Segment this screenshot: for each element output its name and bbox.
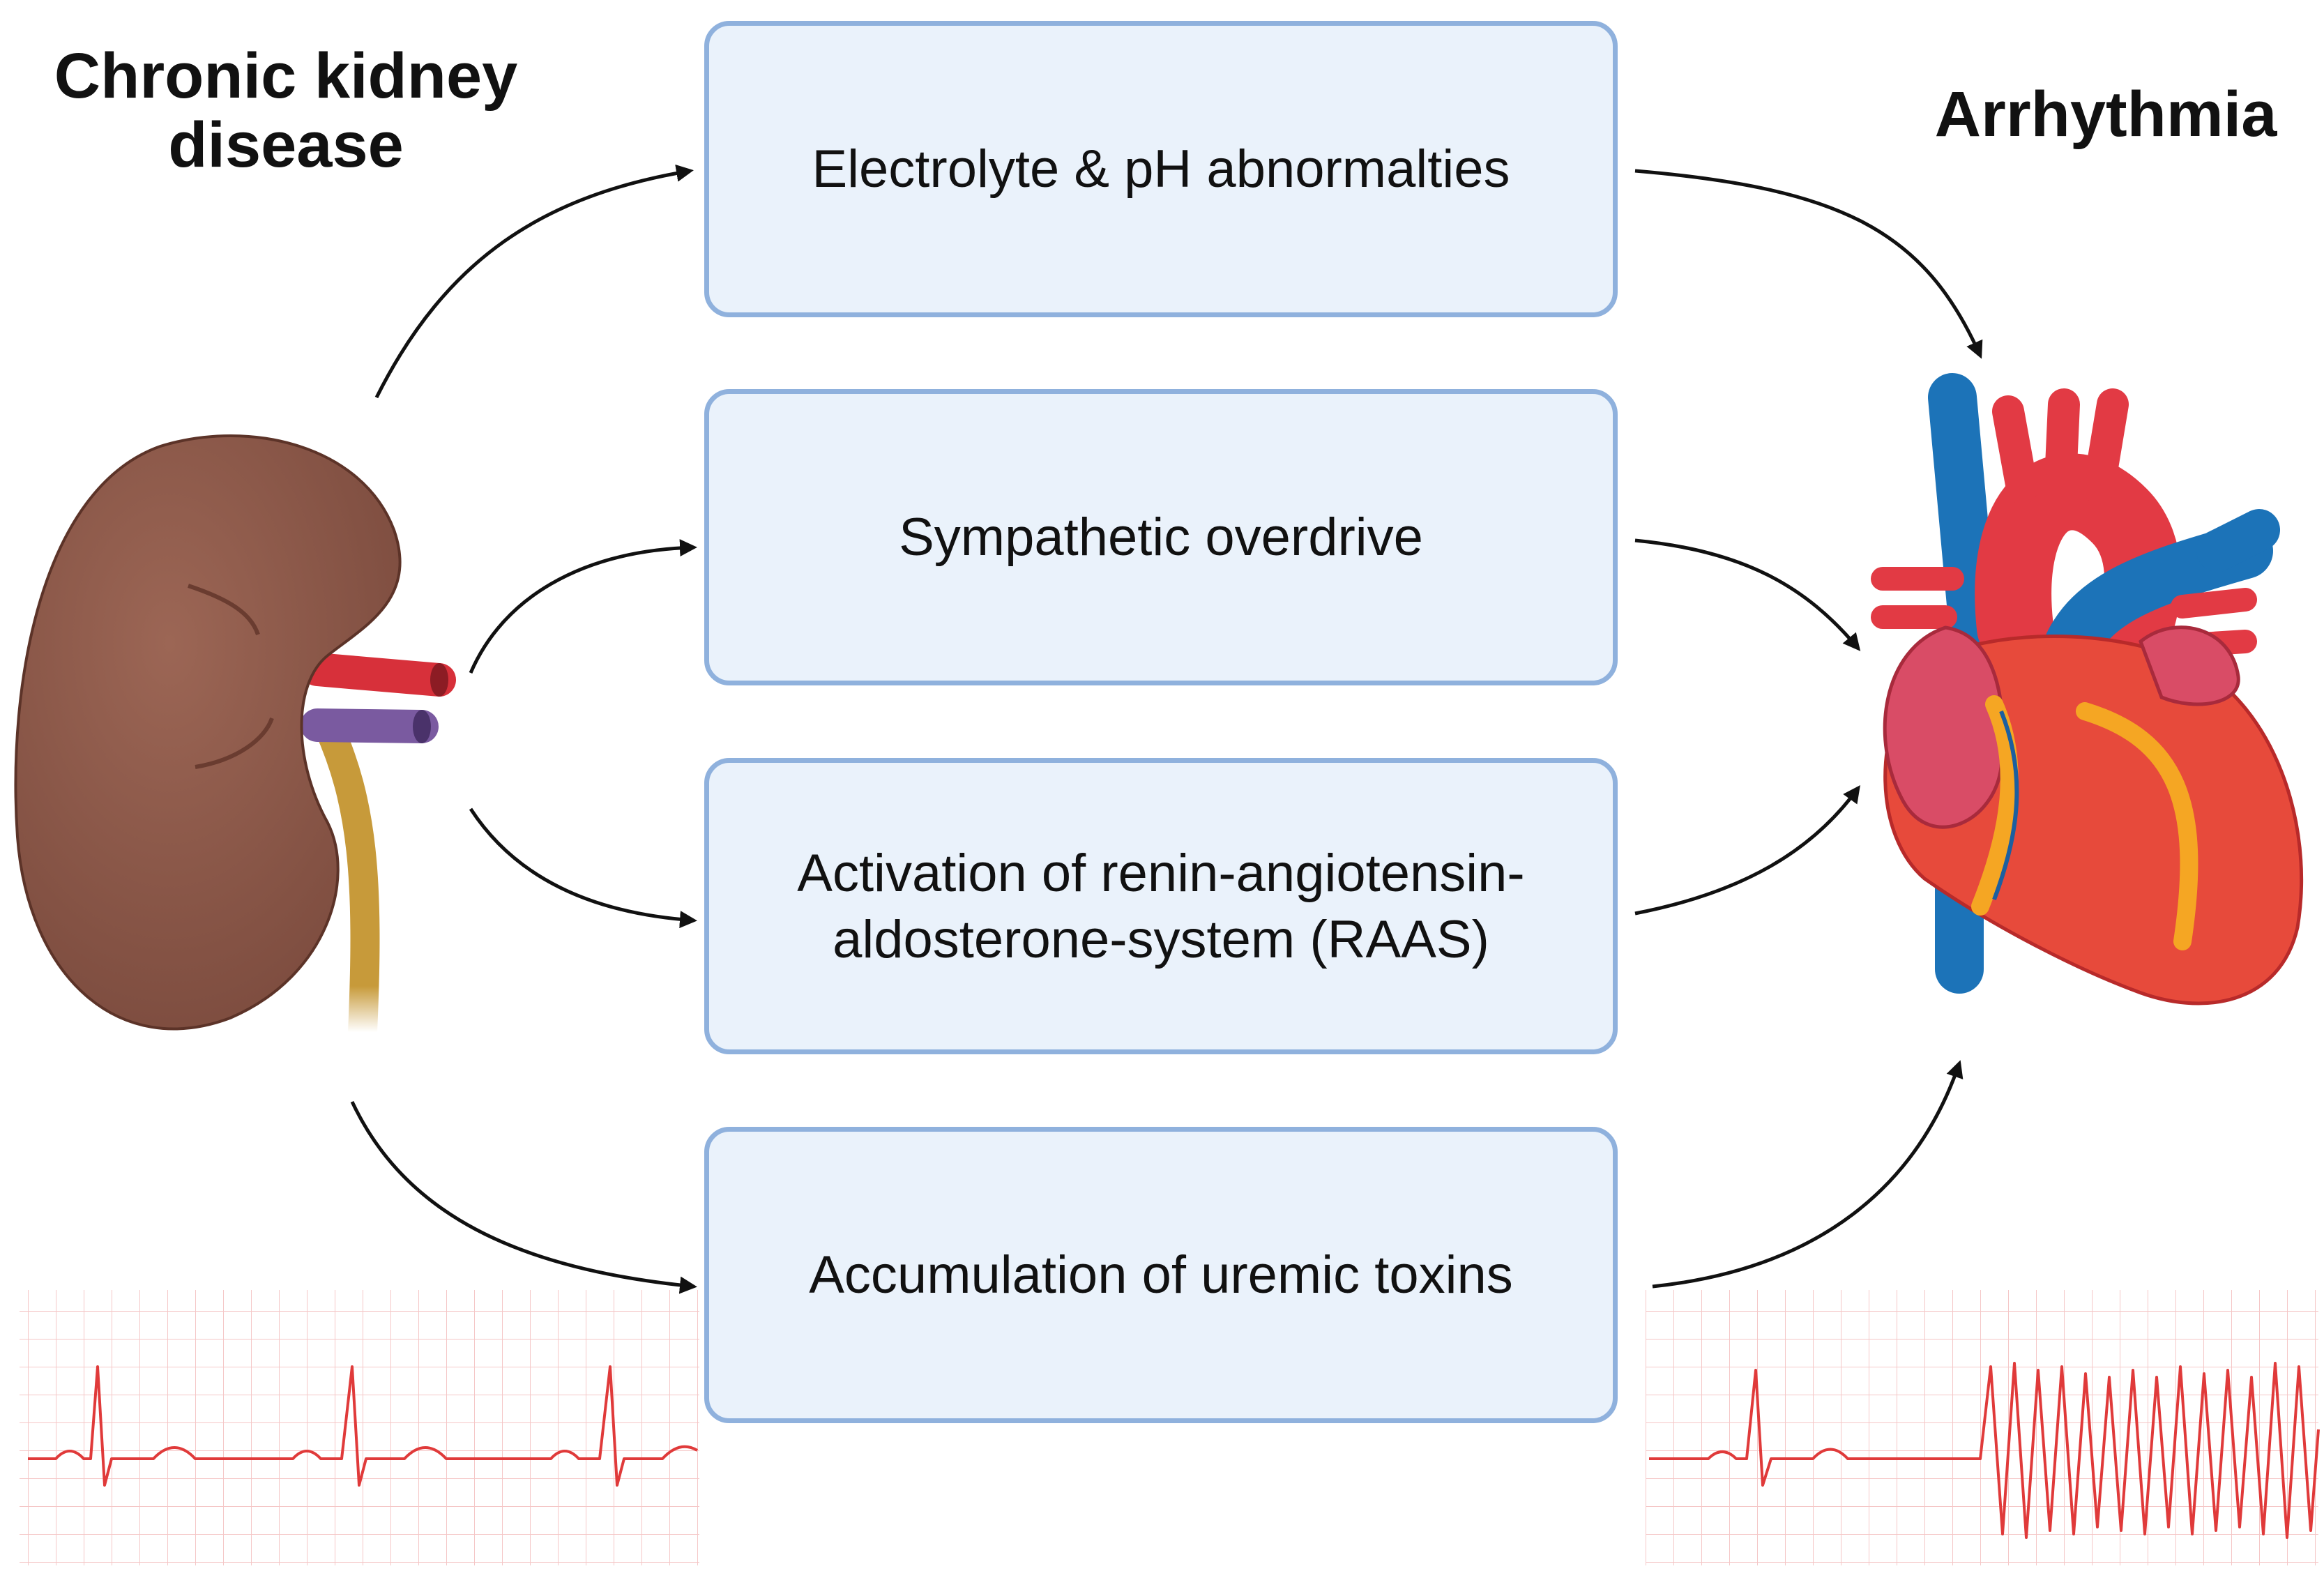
coronary-fat-2 bbox=[2076, 702, 2198, 950]
ckd-title: Chronic kidney disease bbox=[54, 40, 518, 181]
pulmonary-vein-3 bbox=[2171, 588, 2257, 618]
aortic-branch-2 bbox=[2044, 388, 2080, 497]
mechanism-label: Electrolyte & pH abnormalties bbox=[812, 139, 1510, 199]
superior-vena-cava bbox=[1928, 373, 1998, 652]
mechanism-box-sympathetic: Sympathetic overdrive bbox=[704, 389, 1618, 685]
kidney-fold-top bbox=[188, 584, 260, 636]
aortic-branch-3 bbox=[2083, 388, 2129, 504]
coronary-fat-1 bbox=[1971, 695, 2019, 916]
aortic-branch-1 bbox=[1992, 395, 2038, 504]
kidney-icon bbox=[14, 434, 456, 1047]
mechanism-label: Accumulation of uremic toxins bbox=[809, 1245, 1513, 1305]
ecg-grid-right bbox=[1646, 1290, 2318, 1565]
renal-vein-opening bbox=[413, 710, 431, 743]
pulmonary-artery-right bbox=[2196, 509, 2280, 572]
arrow-mech-4-to-heart bbox=[1652, 1060, 1964, 1289]
ecg-grid-left bbox=[20, 1290, 699, 1565]
arrow-mech-3-to-heart bbox=[1634, 784, 1860, 916]
right-atrium bbox=[1883, 625, 2005, 829]
arrow-kidney-to-mech-1 bbox=[374, 164, 694, 399]
arrow-kidney-to-mech-2 bbox=[469, 539, 697, 674]
arrhythmia-title: Arrhythmia bbox=[1934, 79, 2277, 150]
arrow-kidney-to-mech-3 bbox=[469, 807, 697, 929]
renal-artery bbox=[301, 653, 456, 697]
arrow-mech-2-to-heart bbox=[1634, 538, 1861, 651]
mechanism-label: Activation of renin-angiotensin-aldoster… bbox=[797, 843, 1525, 969]
ecg-trace-left bbox=[28, 1365, 699, 1487]
left-atrium bbox=[2139, 625, 2240, 706]
mechanism-box-electrolyte: Electrolyte & pH abnormalties bbox=[704, 21, 1618, 317]
mechanism-box-uremic-toxins: Accumulation of uremic toxins bbox=[704, 1127, 1618, 1423]
ecg-trace-right bbox=[1649, 1362, 2320, 1539]
mechanism-box-raas: Activation of renin-angiotensin-aldoster… bbox=[704, 758, 1618, 1054]
kidney-fold-bottom bbox=[195, 717, 274, 769]
arrow-mech-1-to-heart bbox=[1634, 169, 1983, 359]
mechanism-label: Sympathetic overdrive bbox=[899, 508, 1423, 567]
arrow-kidney-to-mech-4 bbox=[350, 1100, 697, 1294]
normal-ecg-strip bbox=[20, 1290, 699, 1565]
kidney-body bbox=[14, 434, 402, 1031]
renal-vein bbox=[301, 708, 439, 743]
renal-artery-opening bbox=[430, 663, 448, 697]
ureter bbox=[313, 711, 380, 1047]
heart-icon bbox=[1871, 373, 2304, 1005]
coronary-vessel bbox=[1992, 710, 2019, 901]
arrhythmia-ecg-strip bbox=[1646, 1290, 2320, 1565]
